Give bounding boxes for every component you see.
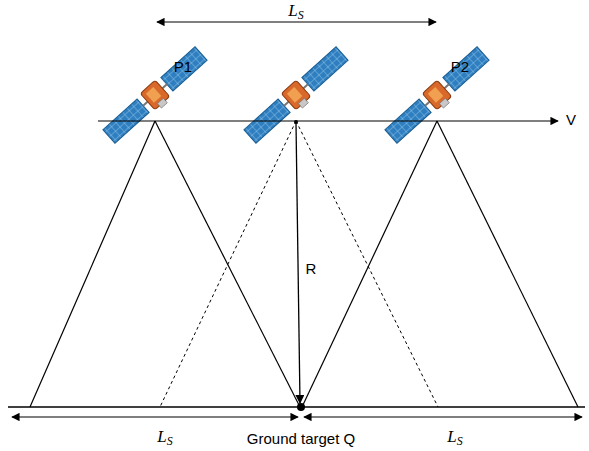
range-label: R xyxy=(306,261,317,276)
target-label: Ground target Q xyxy=(247,431,355,446)
ground-line xyxy=(8,406,585,407)
satellite-label: P1 xyxy=(174,59,192,74)
satellite-icon xyxy=(384,45,493,147)
satellite-icon xyxy=(102,45,211,147)
range-arrow xyxy=(296,123,300,403)
dimension-label: LS xyxy=(447,428,462,448)
satellite-label: P2 xyxy=(451,59,469,74)
dotted-beam xyxy=(160,121,438,407)
dimension-arrow xyxy=(157,21,436,22)
beam-lines xyxy=(30,121,578,407)
dimension-arrow xyxy=(304,416,582,417)
velocity-arrow xyxy=(98,120,558,121)
satellite-icon xyxy=(243,45,352,147)
dimension-label: LS xyxy=(288,2,303,22)
dimension-label: LS xyxy=(157,428,172,448)
dimension-arrow xyxy=(12,416,298,417)
ground-target xyxy=(297,403,305,411)
velocity-label: V xyxy=(566,112,576,127)
